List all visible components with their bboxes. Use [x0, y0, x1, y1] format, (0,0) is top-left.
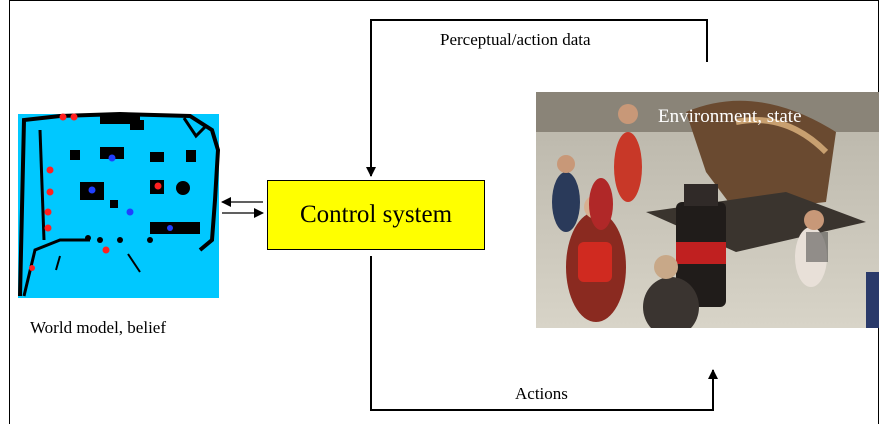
control-system-box: Control system [267, 180, 485, 250]
perceptual-data-arrow [366, 19, 708, 177]
environment-photo [536, 92, 879, 328]
world-model-caption: World model, belief [30, 318, 167, 337]
actions-arrow [370, 256, 718, 411]
perceptual-data-label: Perceptual/action data [440, 30, 591, 49]
environment-caption: Environment, state [658, 106, 802, 127]
actions-label: Actions [515, 384, 568, 403]
world-model-map [18, 111, 221, 298]
